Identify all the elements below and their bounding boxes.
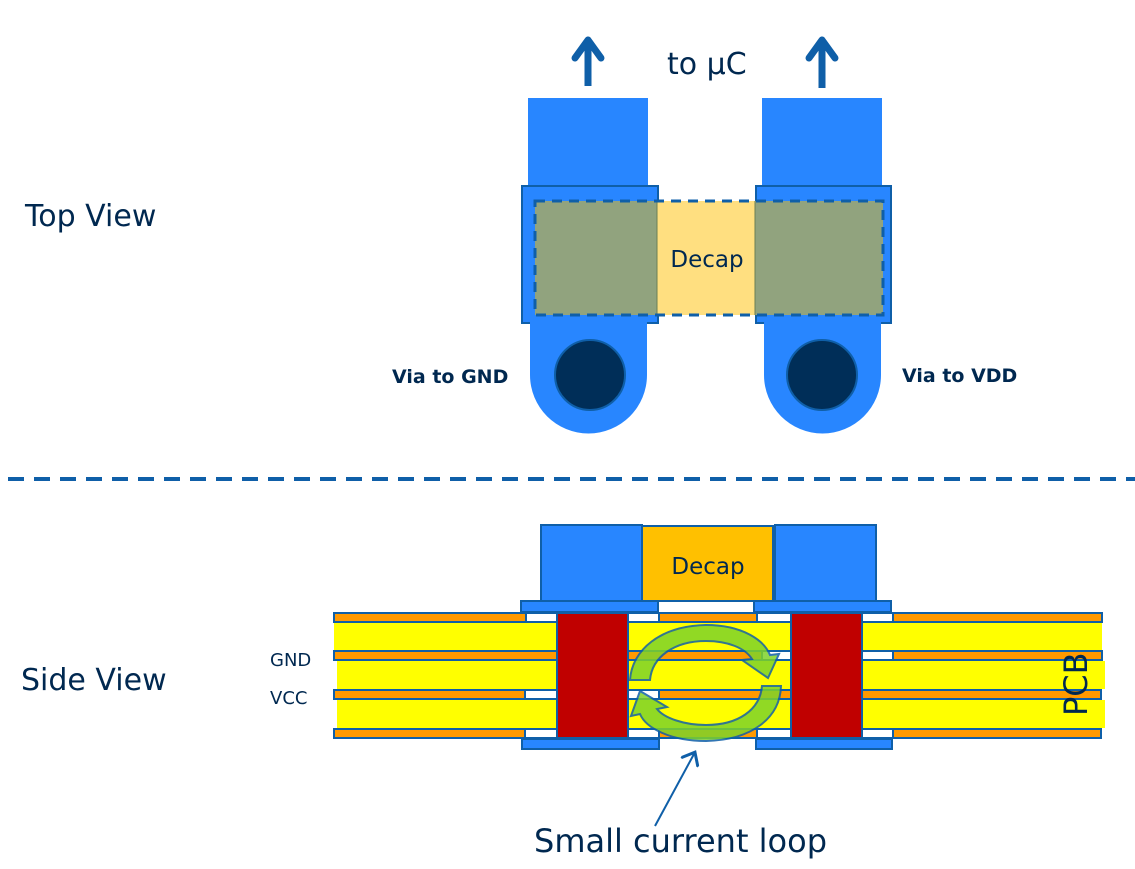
decap-top-label: Decap xyxy=(670,247,743,273)
copper-layer-top xyxy=(333,612,1103,623)
current-loop-label: Small current loop xyxy=(534,822,827,860)
top-view: Top View to µC xyxy=(24,36,1017,434)
pcb-label: PCB xyxy=(1057,652,1095,716)
current-loop-icon xyxy=(628,623,783,743)
pointer-arrow-icon xyxy=(654,754,694,827)
copper-layer-vcc xyxy=(333,689,1102,700)
via-vdd xyxy=(786,339,858,411)
bottom-pad-right xyxy=(755,738,893,750)
pcb-dielectric-layers xyxy=(334,622,1105,728)
via-vdd-label: Via to VDD xyxy=(902,365,1017,387)
copper-layer-gnd xyxy=(333,650,1103,661)
top-pad-right xyxy=(753,600,892,613)
top-view-label: Top View xyxy=(24,199,156,234)
top-pad-left xyxy=(520,600,659,613)
bottom-pad-left xyxy=(521,738,660,750)
arrow-up-icon-right xyxy=(805,36,839,88)
via-gnd xyxy=(554,339,626,411)
decap-side-label: Decap xyxy=(671,554,744,580)
to-uc-label: to µC xyxy=(667,47,747,82)
decap-side: Decap xyxy=(540,524,877,602)
arrow-up-icon-left xyxy=(571,36,605,86)
gnd-layer-label: GND xyxy=(270,650,311,671)
side-view-label: Side View xyxy=(21,663,167,698)
via-gnd-label: Via to GND xyxy=(392,366,508,388)
vcc-layer-label: VCC xyxy=(270,688,307,709)
decap-top: Decap xyxy=(533,199,885,317)
via-barrel-vcc xyxy=(790,612,863,739)
via-barrel-gnd xyxy=(556,612,629,739)
side-view: Side View GND VCC xyxy=(21,524,1105,860)
